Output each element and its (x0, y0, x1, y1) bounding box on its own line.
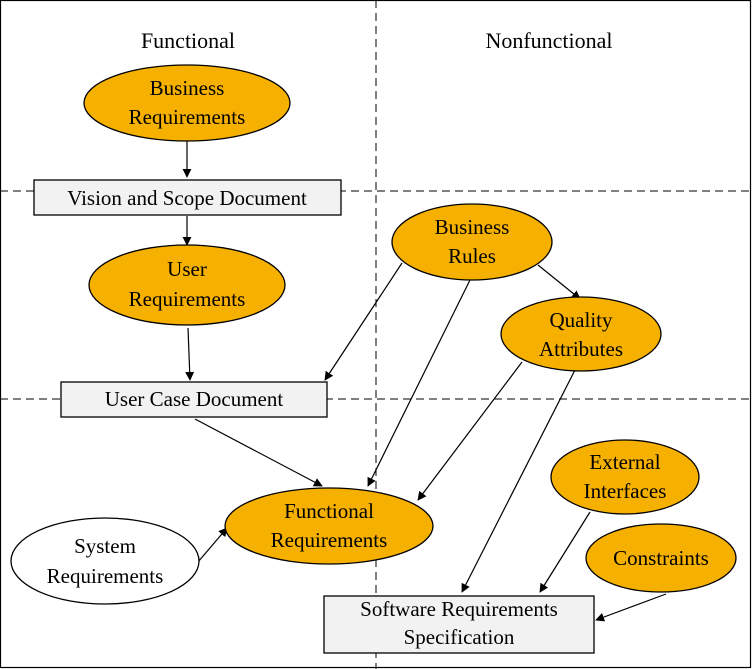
arrow-system-to-functional (197, 527, 228, 563)
system-requirements-line1: System (74, 534, 136, 558)
functional-requirements-line1: Functional (284, 499, 374, 523)
arrows (182, 140, 667, 622)
business-requirements-line2: Requirements (129, 105, 246, 129)
system-requirements-line2: Requirements (47, 564, 164, 588)
software-requirements-specification-node: Software Requirements Specification (323, 595, 595, 654)
srs-line1: Software Requirements (360, 597, 558, 621)
business-requirements-node: Business Requirements (83, 64, 291, 142)
quality-attributes-node: Quality Attributes (500, 296, 662, 372)
user-case-document-node: User Case Document (60, 381, 328, 418)
arrow-rules-to-functional (367, 279, 471, 487)
external-interfaces-line2: Interfaces (584, 479, 667, 503)
nonfunctional-header: Nonfunctional (485, 28, 612, 53)
vision-scope-document-node: Vision and Scope Document (33, 179, 342, 216)
functional-requirements-line2: Requirements (271, 528, 388, 552)
quality-attributes-line1: Quality (550, 308, 613, 332)
external-interfaces-line1: External (589, 450, 660, 474)
business-rules-line1: Business (435, 215, 510, 239)
arrow-quality-to-functional (417, 361, 523, 501)
vision-scope-document-label: Vision and Scope Document (67, 186, 307, 210)
arrow-quality-to-srs (461, 369, 576, 593)
business-rules-node: Business Rules (391, 203, 553, 281)
system-requirements-node: System Requirements (10, 517, 200, 605)
arrow-user-req-to-use-case (185, 327, 195, 381)
user-requirements-line2: Requirements (129, 287, 246, 311)
arrow-interfaces-to-srs (539, 511, 591, 593)
constraints-node: Constraints (585, 523, 737, 593)
quality-attributes-line2: Attributes (539, 337, 623, 361)
constraints-label: Constraints (613, 546, 709, 570)
user-requirements-node: User Requirements (88, 244, 286, 326)
arrow-constraints-to-srs (595, 593, 667, 622)
functional-header: Functional (141, 28, 235, 53)
srs-line2: Specification (404, 625, 515, 649)
business-requirements-line1: Business (150, 76, 225, 100)
business-rules-line2: Rules (448, 244, 496, 268)
user-requirements-line1: User (167, 257, 207, 281)
arrow-use-case-to-functional (194, 418, 323, 487)
functional-requirements-node: Functional Requirements (224, 487, 434, 565)
external-interfaces-node: External Interfaces (550, 439, 700, 515)
arrow-rules-to-quality (537, 264, 581, 300)
user-case-document-label: User Case Document (105, 387, 284, 411)
arrow-rules-to-use-case (324, 262, 403, 381)
